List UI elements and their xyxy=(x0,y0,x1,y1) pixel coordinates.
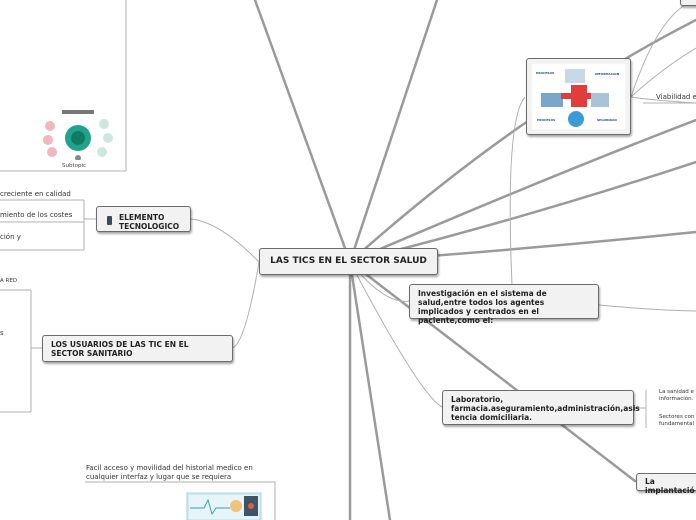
leaf-historial[interactable]: Facil acceso y movilidad del historial m… xyxy=(86,464,266,481)
leaf-calidad[interactable]: creciente en calidad xyxy=(0,190,71,199)
subtopic-diagram-image xyxy=(38,108,118,160)
leaf-costes[interactable]: miento de los costes xyxy=(0,211,72,220)
subtopic-caption: Subtopic xyxy=(62,163,86,169)
mobile-device-icon xyxy=(107,216,112,225)
elemento-tecnologico-label: ELEMENTO TECNOLOGICO xyxy=(119,213,182,231)
node-usuarios-tic[interactable]: LOS USUARIOS DE LAS TIC EN EL SECTOR SAN… xyxy=(42,335,233,362)
svg-text:PROCESOS: PROCESOS xyxy=(536,71,554,75)
svg-text:INFORMACION: INFORMACION xyxy=(595,72,620,76)
subtopic-image-frame: Subtopic xyxy=(0,0,126,171)
historial-image xyxy=(186,492,262,520)
image-node-proceso[interactable]: PROCESOS INFORMACION PROCESOS SEGURIDAD xyxy=(526,58,631,135)
leaf-ion[interactable]: ción y xyxy=(0,233,21,242)
leaf-s[interactable]: s xyxy=(0,329,4,338)
implantacion-label: La implantació xyxy=(645,477,695,495)
usuarios-tic-label: LOS USUARIOS DE LAS TIC EN EL SECTOR SAN… xyxy=(51,340,189,358)
node-top-right[interactable] xyxy=(680,0,696,6)
svg-text:SEGURIDAD: SEGURIDAD xyxy=(597,118,617,122)
leaf-viabilidad[interactable]: Viabilidad e xyxy=(656,93,696,102)
svg-text:PROCESOS: PROCESOS xyxy=(537,118,555,122)
leaf-red[interactable]: A RED xyxy=(0,278,17,285)
laboratorio-label: Laboratorio, farmacia.aseguramiento,admi… xyxy=(451,395,640,422)
node-laboratorio[interactable]: Laboratorio, farmacia.aseguramiento,admi… xyxy=(442,390,634,425)
node-elemento-tecnologico[interactable]: ELEMENTO TECNOLOGICO xyxy=(96,206,191,232)
central-topic-label: LAS TICS EN EL SECTOR SALUD xyxy=(270,256,427,266)
node-investigacion[interactable]: Investigación en el sistema de salud,ent… xyxy=(409,284,599,319)
leaf-sanidad[interactable]: La sanidad e información. xyxy=(659,389,696,403)
node-implantacion[interactable]: La implantació xyxy=(636,473,696,491)
process-diagram-image: PROCESOS INFORMACION PROCESOS SEGURIDAD xyxy=(531,63,626,130)
leaf-sectores[interactable]: Sectores con fundamental xyxy=(659,414,696,428)
central-topic[interactable]: LAS TICS EN EL SECTOR SALUD xyxy=(259,248,438,275)
